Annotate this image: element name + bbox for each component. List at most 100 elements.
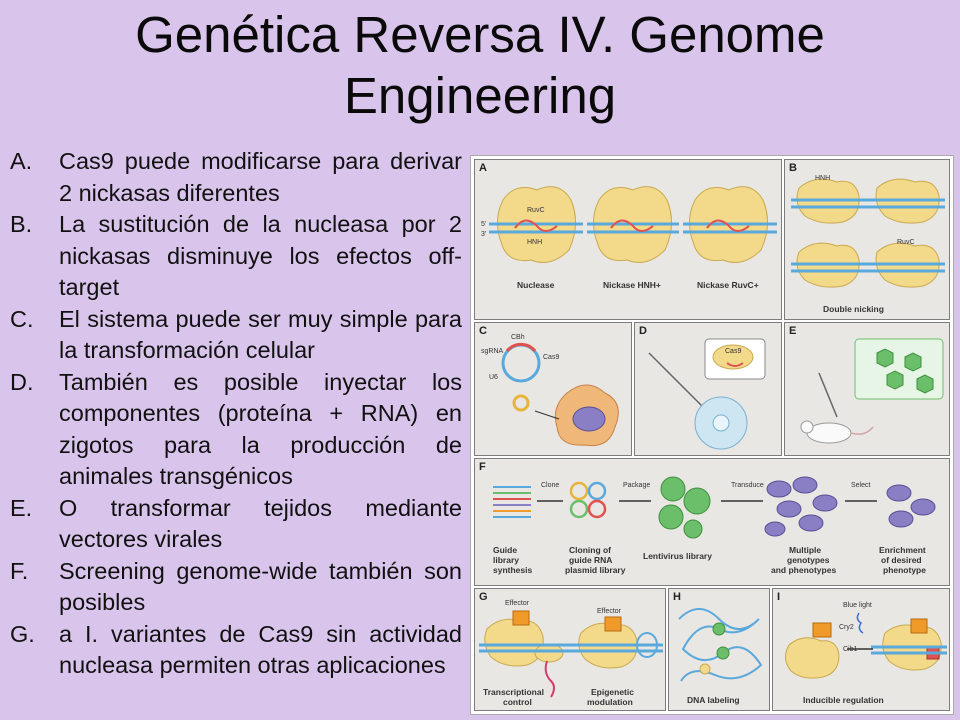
double-nicking-diagram: HNH RuvC Double nicking [791, 175, 945, 314]
title-line-2: Engineering [343, 67, 617, 124]
nuclease-label: Nuclease [517, 280, 555, 290]
stage-cloning-2: guide RNA [569, 555, 612, 565]
cas9-protein-label: Cas9 [725, 348, 741, 355]
nickase-ruvc-label: Nickase RuvC+ [697, 280, 759, 290]
list-item: A. Cas9 puede modificarse para derivar 2 … [10, 146, 462, 209]
list-text: El sistema puede ser muy simple para la … [59, 305, 462, 364]
genome-wide-screen-diagram: Clone Package Transduce [493, 476, 936, 575]
cas9-nickase-hnh [587, 186, 679, 263]
strand-3-label: 3' [481, 231, 486, 238]
nickase-diagram: 5' 3' RuvC HNH Nucleas [481, 186, 777, 290]
stage-guide-3: synthesis [493, 565, 532, 575]
cbh-label: CBh [511, 334, 525, 341]
list-item: F. Screening genome-wide también son posi… [10, 556, 462, 619]
caption-transcriptional-2: control [503, 697, 532, 707]
panel-h-letter: H [673, 591, 681, 603]
stage-guide-1: Guide [493, 545, 517, 555]
caption-transcriptional-1: Transcriptional [483, 687, 544, 697]
panel-c-letter: C [479, 325, 487, 337]
list-item: C. El sistema puede ser muy simple para l… [10, 304, 462, 367]
list-marker: E. [10, 494, 33, 521]
panel-c: C CBh sgRNA U6 Cas9 [474, 322, 632, 456]
title-line-1: Genética Reversa IV. Genome [135, 6, 825, 63]
panel-h: H DNA labeling [668, 588, 770, 711]
slide-title: Genética Reversa IV. Genome Engineering [0, 4, 960, 126]
list-text: También es posible inyectar los componen… [59, 368, 462, 490]
inducible-regulation-diagram: Blue light Cry2 Cib1 Inducible regulatio… [785, 602, 947, 705]
panel-d: D Cas9 [634, 322, 782, 456]
effector-label-2: Effector [597, 608, 622, 615]
panel-f: F Clone Package [474, 458, 950, 586]
u6-label: U6 [489, 374, 498, 381]
effector-label-1: Effector [505, 600, 530, 607]
ruvc-label: RuvC [527, 207, 545, 214]
list-marker: C. [10, 305, 34, 332]
step-package: Package [623, 482, 650, 489]
panel-b-letter: B [789, 162, 797, 174]
panel-d-letter: D [639, 325, 647, 337]
panel-i: I Blue light Cry2 Cib1 Inducible regulat… [772, 588, 950, 711]
blue-light-label: Blue light [843, 602, 872, 609]
guide-library-lines [493, 486, 531, 518]
nickase-hnh-label: Nickase HNH+ [603, 280, 661, 290]
sgrna-label: sgRNA [481, 348, 504, 355]
viral-delivery-diagram [800, 338, 944, 444]
step-select: Select [851, 482, 871, 489]
dna-labeling-caption: DNA labeling [687, 695, 740, 705]
cas9-nuclease: RuvC HNH [489, 186, 583, 263]
list-marker: D. [10, 368, 34, 395]
caption-epigenetic-2: modulation [587, 697, 633, 707]
list-marker: F. [10, 557, 29, 584]
hnh-label: HNH [527, 239, 542, 246]
panel-f-letter: F [479, 461, 486, 473]
panel-a: A 5' 3' RuvC HNH [474, 159, 782, 320]
zygote-injection-diagram: Cas9 [648, 338, 766, 450]
hnh-domain-label: HNH [815, 175, 830, 182]
step-clone: Clone [541, 482, 559, 489]
list-marker: A. [10, 148, 33, 174]
cell-population [764, 476, 838, 537]
list-text: O transformar tejidos mediante vectores … [59, 494, 462, 553]
step-transduce: Transduce [731, 482, 764, 489]
stage-enrichment-1: Enrichment [879, 545, 926, 555]
stage-lentivirus: Lentivirus library [643, 551, 712, 561]
panel-b: B HNH RuvC Double nicking [784, 159, 950, 320]
list-marker: B. [10, 211, 33, 237]
panel-g: G Effector Effector Transcriptional cont… [474, 588, 666, 711]
strand-5-label: 5' [481, 221, 486, 228]
list-text: La sustitución de la nucleasa por 2 nick… [59, 211, 462, 300]
double-nicking-caption: Double nicking [823, 304, 884, 314]
panel-e: E [784, 322, 950, 456]
stage-enrichment-3: phenotype [883, 565, 926, 575]
lentivirus-library [658, 476, 711, 539]
enriched-cells [886, 484, 936, 528]
list-text: Cas9 puede modificarse para derivar 2 ni… [59, 148, 462, 206]
stage-multiple-3: and phenotypes [771, 565, 836, 575]
dcas9-effector-diagram: Effector Effector Transcriptional contro… [479, 600, 663, 707]
plasmid-library [569, 481, 607, 519]
cas9-gene-label: Cas9 [543, 354, 559, 361]
panel-a-letter: A [479, 162, 487, 174]
inducible-caption: Inducible regulation [803, 695, 884, 705]
ruvc-domain-label: RuvC [897, 239, 915, 246]
list-item: G. a I. variantes de Cas9 sin actividad n… [10, 619, 462, 682]
dna-labeling-diagram: DNA labeling [678, 608, 763, 705]
stage-cloning-3: plasmid library [565, 565, 626, 575]
list-text: a I. variantes de Cas9 sin actividad nuc… [59, 620, 462, 679]
list-item: D. También es posible inyectar los compon… [10, 367, 462, 493]
list-item: B. La sustitución de la nucleasa por 2 ni… [10, 209, 462, 304]
stage-enrichment-2: of desired [881, 555, 922, 565]
cry2-label: Cry2 [839, 624, 854, 631]
crispr-figure: A 5' 3' RuvC HNH [470, 155, 954, 715]
list-item: E. O transformar tejidos mediante vectore… [10, 493, 462, 556]
list-marker: G. [10, 620, 35, 647]
stage-guide-2: library [493, 555, 519, 565]
cas9-nickase-ruvc [683, 186, 777, 263]
plasmid-transfection-diagram: CBh sgRNA U6 Cas9 [481, 334, 619, 447]
caption-epigenetic-1: Epigenetic [591, 687, 634, 697]
stage-multiple-2: genotypes [787, 555, 830, 565]
panel-e-letter: E [789, 325, 797, 337]
list-text: Screening genome-wide también son posibl… [59, 557, 462, 616]
stage-multiple-1: Multiple [789, 545, 821, 555]
bullet-list: A. Cas9 puede modificarse para derivar 2 … [10, 146, 462, 682]
